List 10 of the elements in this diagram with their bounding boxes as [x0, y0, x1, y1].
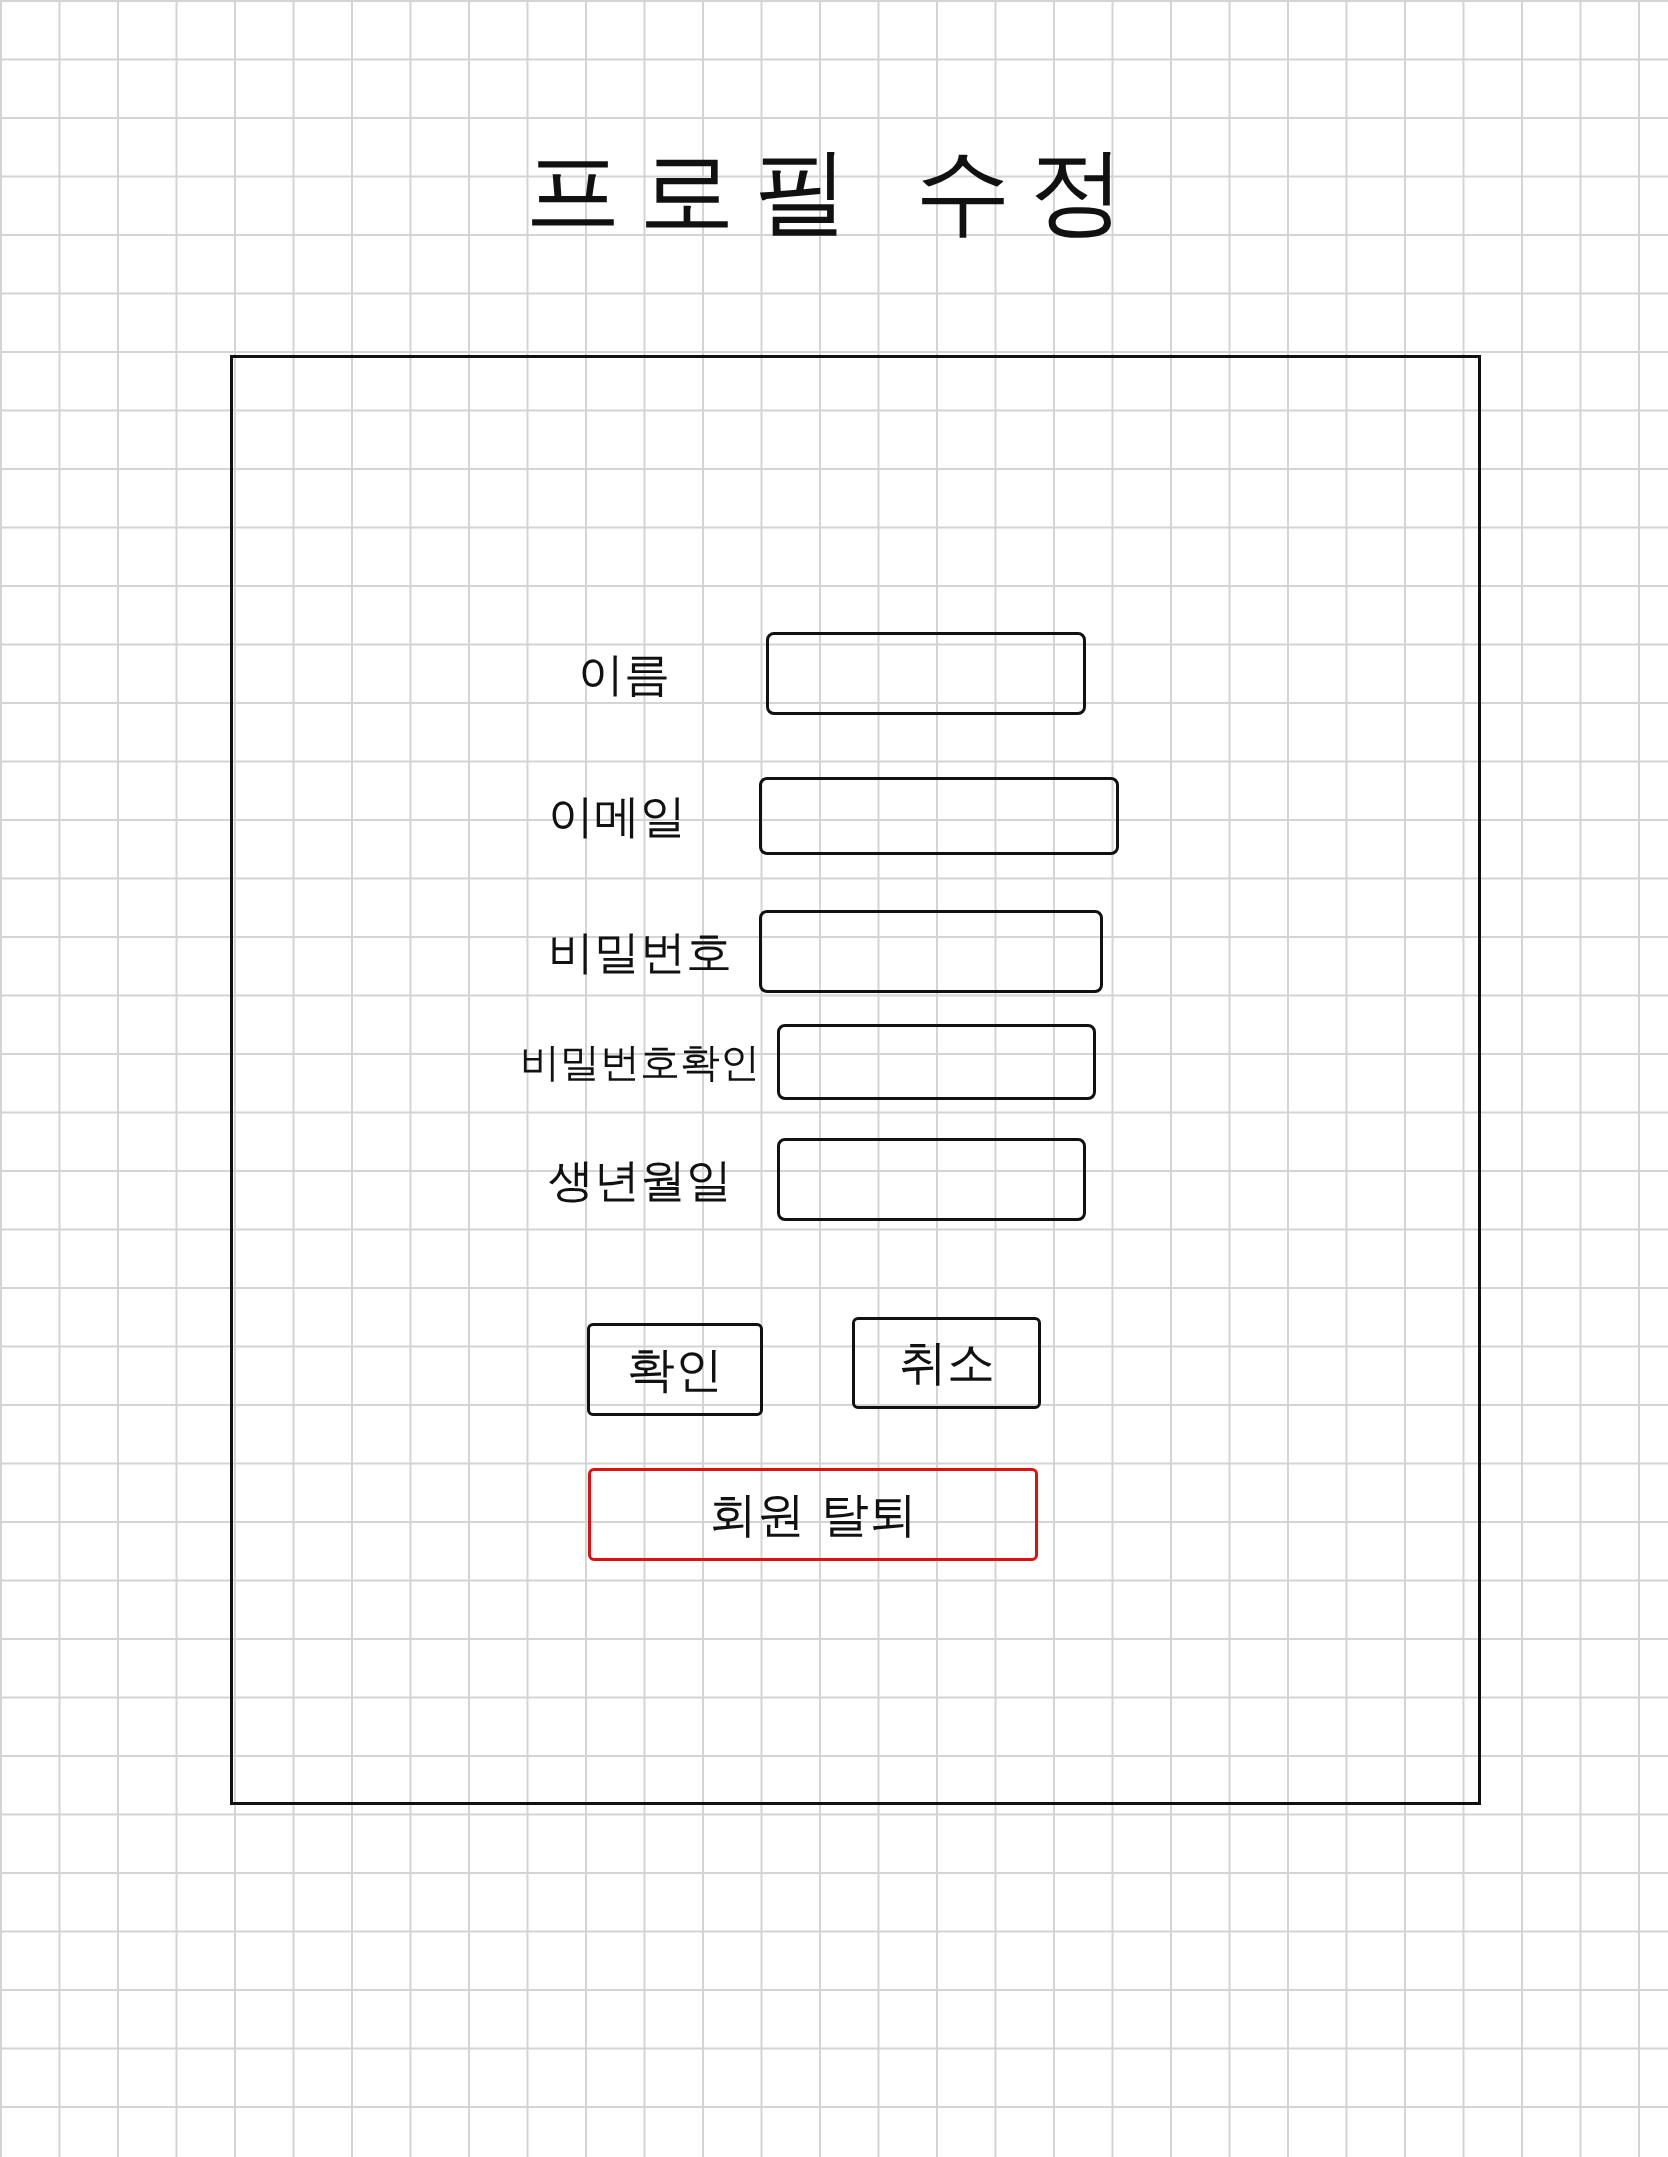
field-label: 비밀번호확인 — [520, 1042, 760, 1082]
field-label: 생년월일 — [548, 1156, 732, 1203]
field-label: 비밀번호 — [548, 928, 732, 975]
field-label: 이메일 — [548, 793, 686, 839]
button: 회원 탈퇴 — [588, 1468, 1038, 1561]
page-title: 프로필 수정 — [524, 135, 1144, 247]
button: 확인 — [587, 1323, 763, 1416]
form-panel — [230, 355, 1481, 1805]
button: 취소 — [852, 1317, 1041, 1409]
field-label: 이름 — [578, 650, 670, 697]
